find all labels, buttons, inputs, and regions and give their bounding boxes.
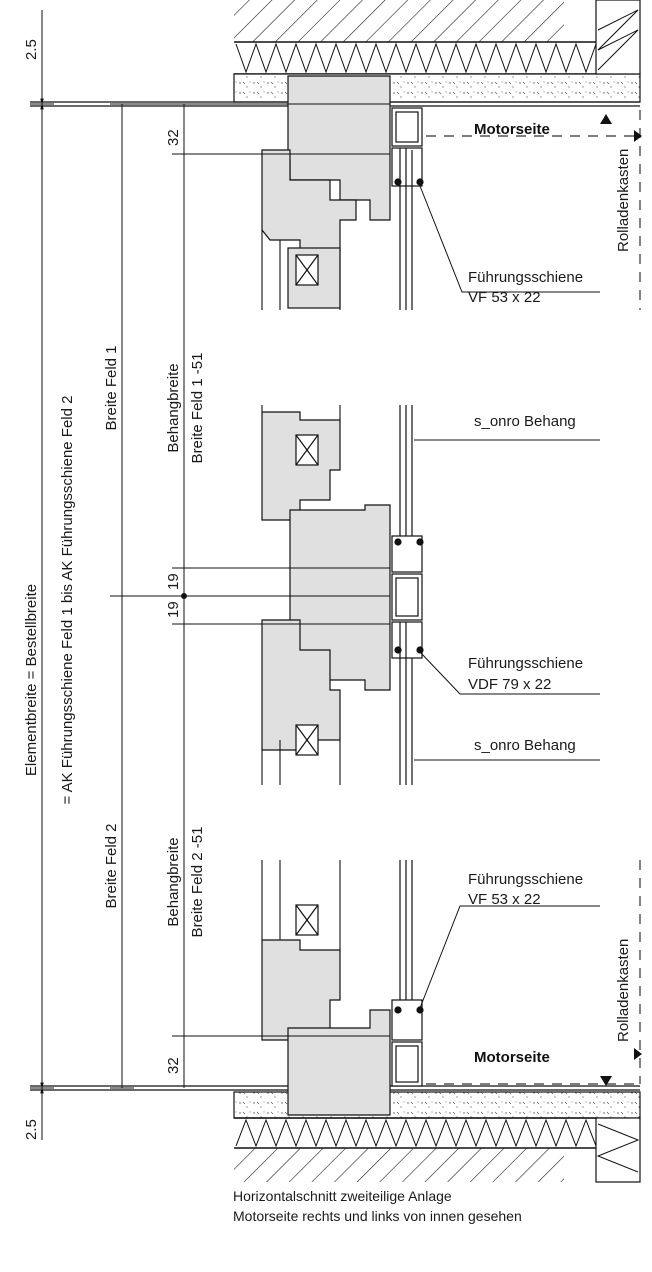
- guide-rails: [391, 107, 424, 1087]
- sash-lines: [261, 230, 341, 950]
- dim-bottom-gap: 2.5: [23, 1119, 40, 1140]
- glazing-blocks: [295, 254, 319, 936]
- hanging-width-label-2: Behangbreite: [165, 837, 182, 926]
- rail-top-name: Führungsschiene: [468, 269, 583, 286]
- element-width-formula: = AK Führungsschiene Feld 1 bis AK Führu…: [59, 396, 76, 805]
- caption-line-2: Motorseite rechts und links von innen ge…: [233, 1208, 522, 1224]
- roller-arrow-top: [634, 130, 642, 142]
- hanging-width-formula-2: Breite Feld 2 -51: [189, 827, 206, 938]
- rail-top-size: VF 53 x 22: [468, 289, 541, 306]
- dim-center-lower: 19: [165, 601, 182, 618]
- roller-box-bottom: Rolladenkasten: [615, 939, 632, 1042]
- field2-width-label: Breite Feld 2: [103, 823, 120, 908]
- dim-offset-top: 32: [165, 129, 182, 146]
- rail-bottom-name: Führungsschiene: [468, 871, 583, 888]
- rail-bottom-size: VF 53 x 22: [468, 891, 541, 908]
- center-point: [181, 593, 187, 599]
- roller-box-outlines: [426, 110, 641, 1085]
- hanging-width-label-1: Behangbreite: [165, 363, 182, 452]
- leader-lines: [414, 185, 600, 1009]
- curtain-lower: s_onro Behang: [474, 737, 576, 754]
- curtain-upper: s_onro Behang: [474, 413, 576, 430]
- roller-arrow-bottom: [634, 1048, 642, 1060]
- dimension-lines: [30, 10, 390, 1140]
- field1-width-label: Breite Feld 1: [103, 345, 120, 430]
- element-width-label: Elementbreite = Bestellbreite: [23, 584, 40, 776]
- caption-line-1: Horizontalschnitt zweiteilige Anlage: [233, 1188, 452, 1204]
- motor-side-bottom: Motorseite: [474, 1049, 550, 1066]
- roller-box-top: Rolladenkasten: [615, 149, 632, 252]
- hanging-width-formula-1: Breite Feld 1 -51: [189, 353, 206, 464]
- motor-arrow-bottom: [600, 1076, 612, 1086]
- dim-offset-bottom: 32: [165, 1057, 182, 1074]
- motor-arrow-top: [600, 114, 612, 124]
- dim-center-upper: 19: [165, 573, 182, 590]
- dim-top-gap: 2.5: [23, 39, 40, 60]
- motor-side-top: Motorseite: [474, 121, 550, 138]
- rail-mid-size: VDF 79 x 22: [468, 676, 551, 693]
- drawing-caption: Horizontalschnitt zweiteilige Anlage Mot…: [233, 1186, 522, 1226]
- rail-mid-name: Führungsschiene: [468, 655, 583, 672]
- frame-profiles: [261, 75, 391, 1116]
